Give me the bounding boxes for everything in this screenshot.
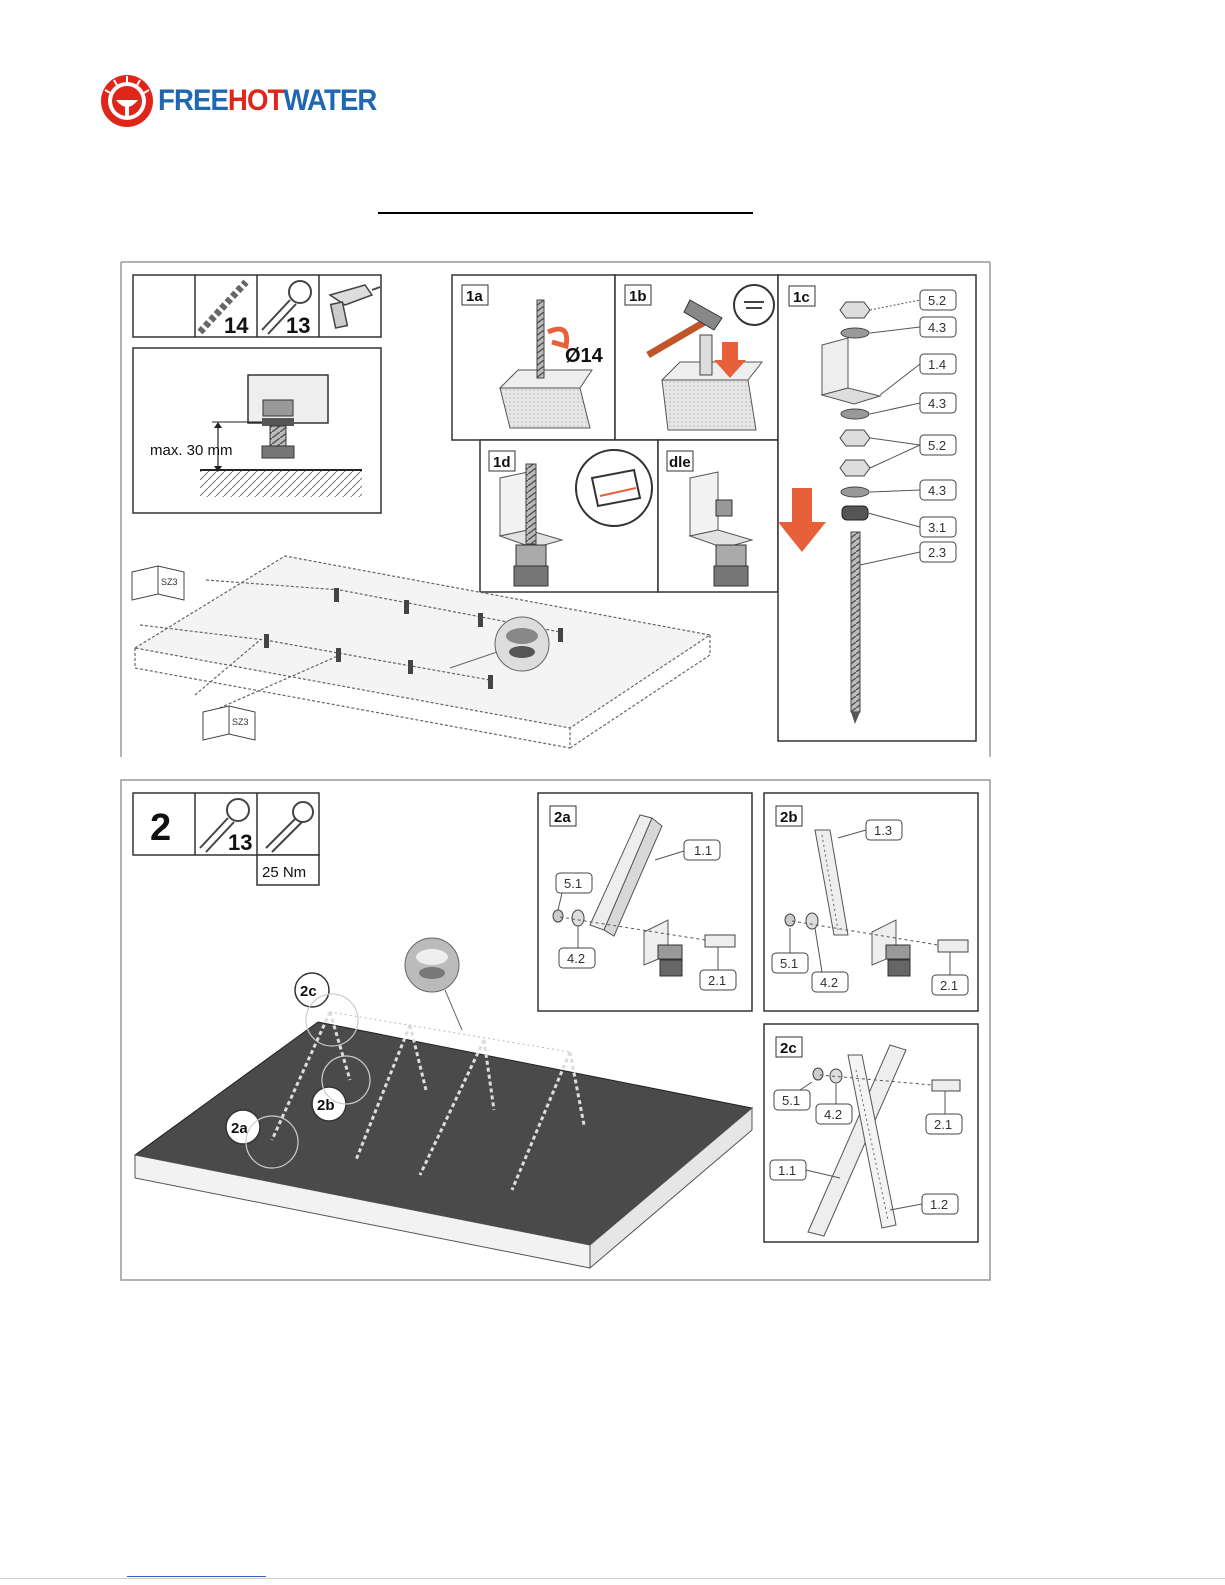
part-label: 1.4 <box>928 357 946 372</box>
drill-size-label: 14 <box>224 313 249 338</box>
panel-1c: 1c <box>778 275 976 741</box>
part-label: 2.1 <box>940 978 958 993</box>
panel-1e-tag: dle <box>669 454 691 471</box>
part-label: 4.3 <box>928 483 946 498</box>
panel-2a-tag: 2a <box>554 809 571 826</box>
panel-2c: 2c 5.1 4.2 2.1 1.1 1.2 <box>764 1024 978 1242</box>
panel-1c-tag: 1c <box>793 289 810 306</box>
roof-slab-step2 <box>135 1022 752 1268</box>
part-label: 4.2 <box>820 975 838 990</box>
wrench-size-label: 13 <box>286 313 310 338</box>
panel-1a-tag: 1a <box>466 288 483 305</box>
step2-wrench-size: 13 <box>228 830 252 855</box>
part-label: 5.2 <box>928 293 946 308</box>
panel-1e: dle <box>658 440 778 592</box>
part-label: 4.2 <box>567 951 585 966</box>
step2-toolbar: 2 13 25 Nm <box>133 793 319 885</box>
part-label: 2.3 <box>928 545 946 560</box>
foot-detail-callout <box>405 938 462 1030</box>
manual-ref-label: SZ3 <box>232 717 249 727</box>
panel-2c-tag: 2c <box>780 1040 797 1057</box>
panel-1d: 1d <box>480 440 658 592</box>
panel-2a: 2a 1.1 5.1 4.2 2.1 <box>538 793 752 1011</box>
hacksaw-detail-icon <box>576 450 652 526</box>
panel-2b-tag: 2b <box>780 809 798 826</box>
part-label: 2.1 <box>934 1117 952 1132</box>
part-label: 5.1 <box>564 876 582 891</box>
part-label: 5.1 <box>782 1093 800 1108</box>
part-label: 4.3 <box>928 396 946 411</box>
part-label: 1.3 <box>874 823 892 838</box>
part-label: 1.1 <box>694 843 712 858</box>
panel-1b-tag: 1b <box>629 288 647 305</box>
callout-2a: 2a <box>231 1120 248 1137</box>
part-label: 1.2 <box>930 1197 948 1212</box>
hole-diameter-label: Ø14 <box>565 345 604 367</box>
panel-1d-tag: 1d <box>493 454 511 471</box>
panel-1a: 1a Ø14 <box>452 275 615 440</box>
part-label: 2.1 <box>708 973 726 988</box>
max-height-label: max. 30 mm <box>150 442 233 459</box>
part-label: 4.3 <box>928 320 946 335</box>
step1-toolbar: 14 13 <box>133 275 381 338</box>
part-label: 5.1 <box>780 956 798 971</box>
panel-1b: 1b <box>615 275 778 440</box>
step2-number: 2 <box>150 807 171 849</box>
torque-value: 25 Nm <box>262 864 306 881</box>
callout-2c: 2c <box>300 983 317 1000</box>
footer-link-line <box>127 1576 266 1577</box>
part-label: 4.2 <box>824 1107 842 1122</box>
part-label: 1.1 <box>778 1163 796 1178</box>
part-label: 5.2 <box>928 438 946 453</box>
part-label: 3.1 <box>928 520 946 535</box>
anchor-detail-icon <box>734 285 774 325</box>
height-detail-panel: max. 30 mm <box>133 348 381 513</box>
manual-ref-label: SZ3 <box>161 577 178 587</box>
panel-2b: 2b 1.3 5.1 4.2 2.1 <box>764 793 978 1011</box>
footer-divider <box>0 1578 1225 1579</box>
